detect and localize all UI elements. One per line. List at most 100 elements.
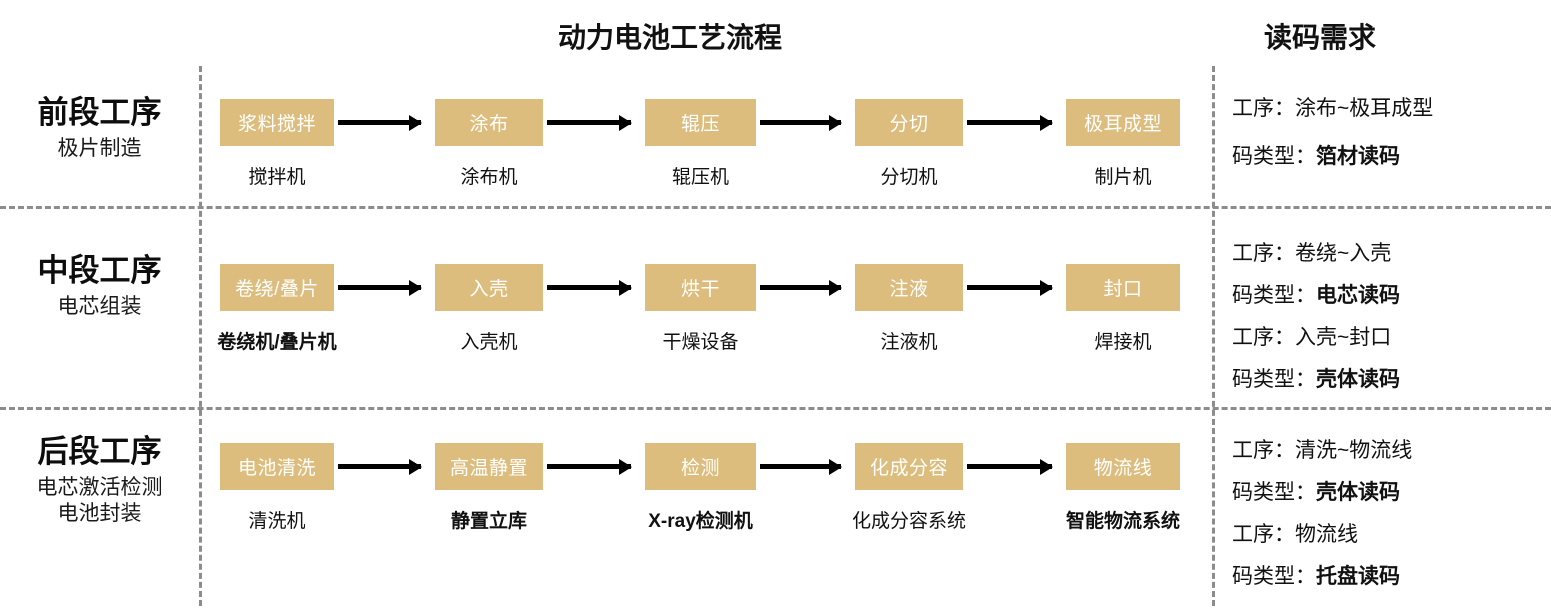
flow-arrow-icon xyxy=(547,120,631,125)
process-box-label: 封口 xyxy=(1103,279,1143,300)
stage-label-front: 前段工序 极片制造 xyxy=(0,95,199,162)
equipment-label: 智能物流系统 xyxy=(1065,511,1180,532)
stage-title: 后段工序 xyxy=(37,434,162,469)
process-box-label: 高温静置 xyxy=(449,458,528,479)
equipment-label: 卷绕机/叠片机 xyxy=(217,332,337,353)
requirement-value: 壳体读码 xyxy=(1316,481,1400,504)
equipment-label: 搅拌机 xyxy=(248,167,306,188)
requirement-value: 托盘读码 xyxy=(1316,565,1400,588)
process-box-label: 注液 xyxy=(889,279,929,300)
requirement-key: 码类型： xyxy=(1232,145,1316,168)
requirement-process-range: 工序：入壳~封口 xyxy=(1232,327,1391,348)
process-box[interactable]: 化成分容 xyxy=(855,443,963,490)
stage-row-middle: 中段工序 电芯组装 卷绕/叠片卷绕机/叠片机 入壳入壳机 烘干干燥设备 注液注液机 封口… xyxy=(0,209,1551,407)
requirement-process-range: 工序：卷绕~入壳 xyxy=(1232,243,1391,264)
flow-arrow-icon xyxy=(967,464,1052,469)
requirement-value: 清洗~物流线 xyxy=(1295,439,1413,462)
equipment-label: 注液机 xyxy=(880,332,938,353)
process-box[interactable]: 入壳 xyxy=(435,264,543,311)
requirement-key: 码类型： xyxy=(1232,565,1316,588)
process-box[interactable]: 分切 xyxy=(855,99,963,146)
process-box[interactable]: 浆料搅拌 xyxy=(220,99,334,146)
flow-arrow-icon xyxy=(338,120,421,125)
process-box[interactable]: 涂布 xyxy=(435,99,543,146)
stage-row-front: 前段工序 极片制造 浆料搅拌搅拌机涂布涂布机辊压辊压机分切分切机极耳成型制片机 xyxy=(0,66,1551,207)
process-box-label: 电池清洗 xyxy=(237,458,316,479)
requirement-key: 工序： xyxy=(1232,439,1295,462)
stage-subtitle: 电芯激活检测 xyxy=(36,475,163,499)
requirement-key: 工序： xyxy=(1232,523,1295,546)
equipment-label: 化成分容系统 xyxy=(851,511,966,532)
process-box[interactable]: 辊压 xyxy=(645,99,756,146)
flow-arrow-icon xyxy=(338,285,421,290)
requirement-key: 工序： xyxy=(1232,326,1295,349)
requirement-value: 壳体读码 xyxy=(1316,368,1400,391)
process-box-label: 浆料搅拌 xyxy=(237,114,316,135)
equipment-label: 干燥设备 xyxy=(662,332,739,353)
flow-arrow-icon xyxy=(338,464,421,469)
requirement-process-range: 工序：清洗~物流线 xyxy=(1232,440,1412,461)
equipment-label: 制片机 xyxy=(1094,167,1152,188)
process-box[interactable]: 卷绕/叠片 xyxy=(220,264,334,311)
process-box-label: 检测 xyxy=(680,458,720,479)
flow-arrow-icon xyxy=(547,285,631,290)
process-box[interactable]: 电池清洗 xyxy=(220,443,334,490)
process-box[interactable]: 极耳成型 xyxy=(1066,99,1180,146)
stage-label-middle: 中段工序 电芯组装 xyxy=(0,253,199,320)
flow-arrow-icon xyxy=(760,120,841,125)
flow-arrow-icon xyxy=(967,285,1052,290)
process-box[interactable]: 高温静置 xyxy=(435,443,543,490)
requirement-code-type: 码类型：箔材读码 xyxy=(1232,146,1400,167)
requirement-column-header: 读码需求 xyxy=(1264,22,1377,53)
flow-arrow-icon xyxy=(760,285,841,290)
requirement-code-type: 码类型：电芯读码 xyxy=(1232,285,1400,306)
requirement-key: 码类型： xyxy=(1232,368,1316,391)
requirement-key: 工序： xyxy=(1232,97,1295,120)
requirement-value: 电芯读码 xyxy=(1316,284,1400,307)
stage-subtitle-2: 电池封装 xyxy=(57,501,142,525)
process-box-label: 卷绕/叠片 xyxy=(235,279,319,300)
process-box-label: 极耳成型 xyxy=(1083,114,1162,135)
process-box[interactable]: 封口 xyxy=(1066,264,1180,311)
stage-subtitle: 极片制造 xyxy=(57,136,142,160)
equipment-label: 焊接机 xyxy=(1094,332,1152,353)
process-box-label: 入壳 xyxy=(469,279,509,300)
requirement-key: 码类型： xyxy=(1232,284,1316,307)
requirement-process-range: 工序：物流线 xyxy=(1232,524,1358,545)
stage-title: 前段工序 xyxy=(37,95,162,130)
stage-title: 中段工序 xyxy=(37,253,162,288)
requirement-value: 入壳~封口 xyxy=(1295,326,1392,349)
equipment-label: 辊压机 xyxy=(671,167,729,188)
flow-arrow-icon xyxy=(547,464,631,469)
requirement-value: 卷绕~入壳 xyxy=(1295,242,1392,265)
equipment-label: 分切机 xyxy=(880,167,938,188)
stage-label-back: 后段工序 电芯激活检测 电池封装 xyxy=(0,434,199,527)
requirement-code-type: 码类型：壳体读码 xyxy=(1232,369,1400,390)
process-box[interactable]: 烘干 xyxy=(645,264,756,311)
process-box[interactable]: 注液 xyxy=(855,264,963,311)
flow-arrow-icon xyxy=(967,120,1052,125)
divider-horizontal-1 xyxy=(0,206,1551,209)
stage-subtitle: 电芯组装 xyxy=(57,294,142,318)
process-box-label: 烘干 xyxy=(680,279,720,300)
process-box-label: 分切 xyxy=(889,114,929,135)
flow-arrow-icon xyxy=(760,464,841,469)
requirement-code-type: 码类型：壳体读码 xyxy=(1232,482,1400,503)
equipment-label: 入壳机 xyxy=(460,332,518,353)
requirement-value: 物流线 xyxy=(1295,523,1358,546)
requirement-code-type: 码类型：托盘读码 xyxy=(1232,566,1400,587)
requirement-key: 码类型： xyxy=(1232,481,1316,504)
equipment-label: X-ray检测机 xyxy=(648,511,753,532)
process-box[interactable]: 物流线 xyxy=(1066,443,1180,490)
process-box-label: 化成分容 xyxy=(869,458,948,479)
divider-horizontal-2 xyxy=(0,407,1551,410)
requirement-value: 涂布~极耳成型 xyxy=(1295,97,1434,120)
requirement-process-range: 工序：涂布~极耳成型 xyxy=(1232,98,1433,119)
flow-column-header: 动力电池工艺流程 xyxy=(558,22,783,53)
process-box-label: 辊压 xyxy=(680,114,720,135)
divider-vertical-left xyxy=(199,66,202,606)
requirement-key: 工序： xyxy=(1232,242,1295,265)
process-box[interactable]: 检测 xyxy=(645,443,756,490)
